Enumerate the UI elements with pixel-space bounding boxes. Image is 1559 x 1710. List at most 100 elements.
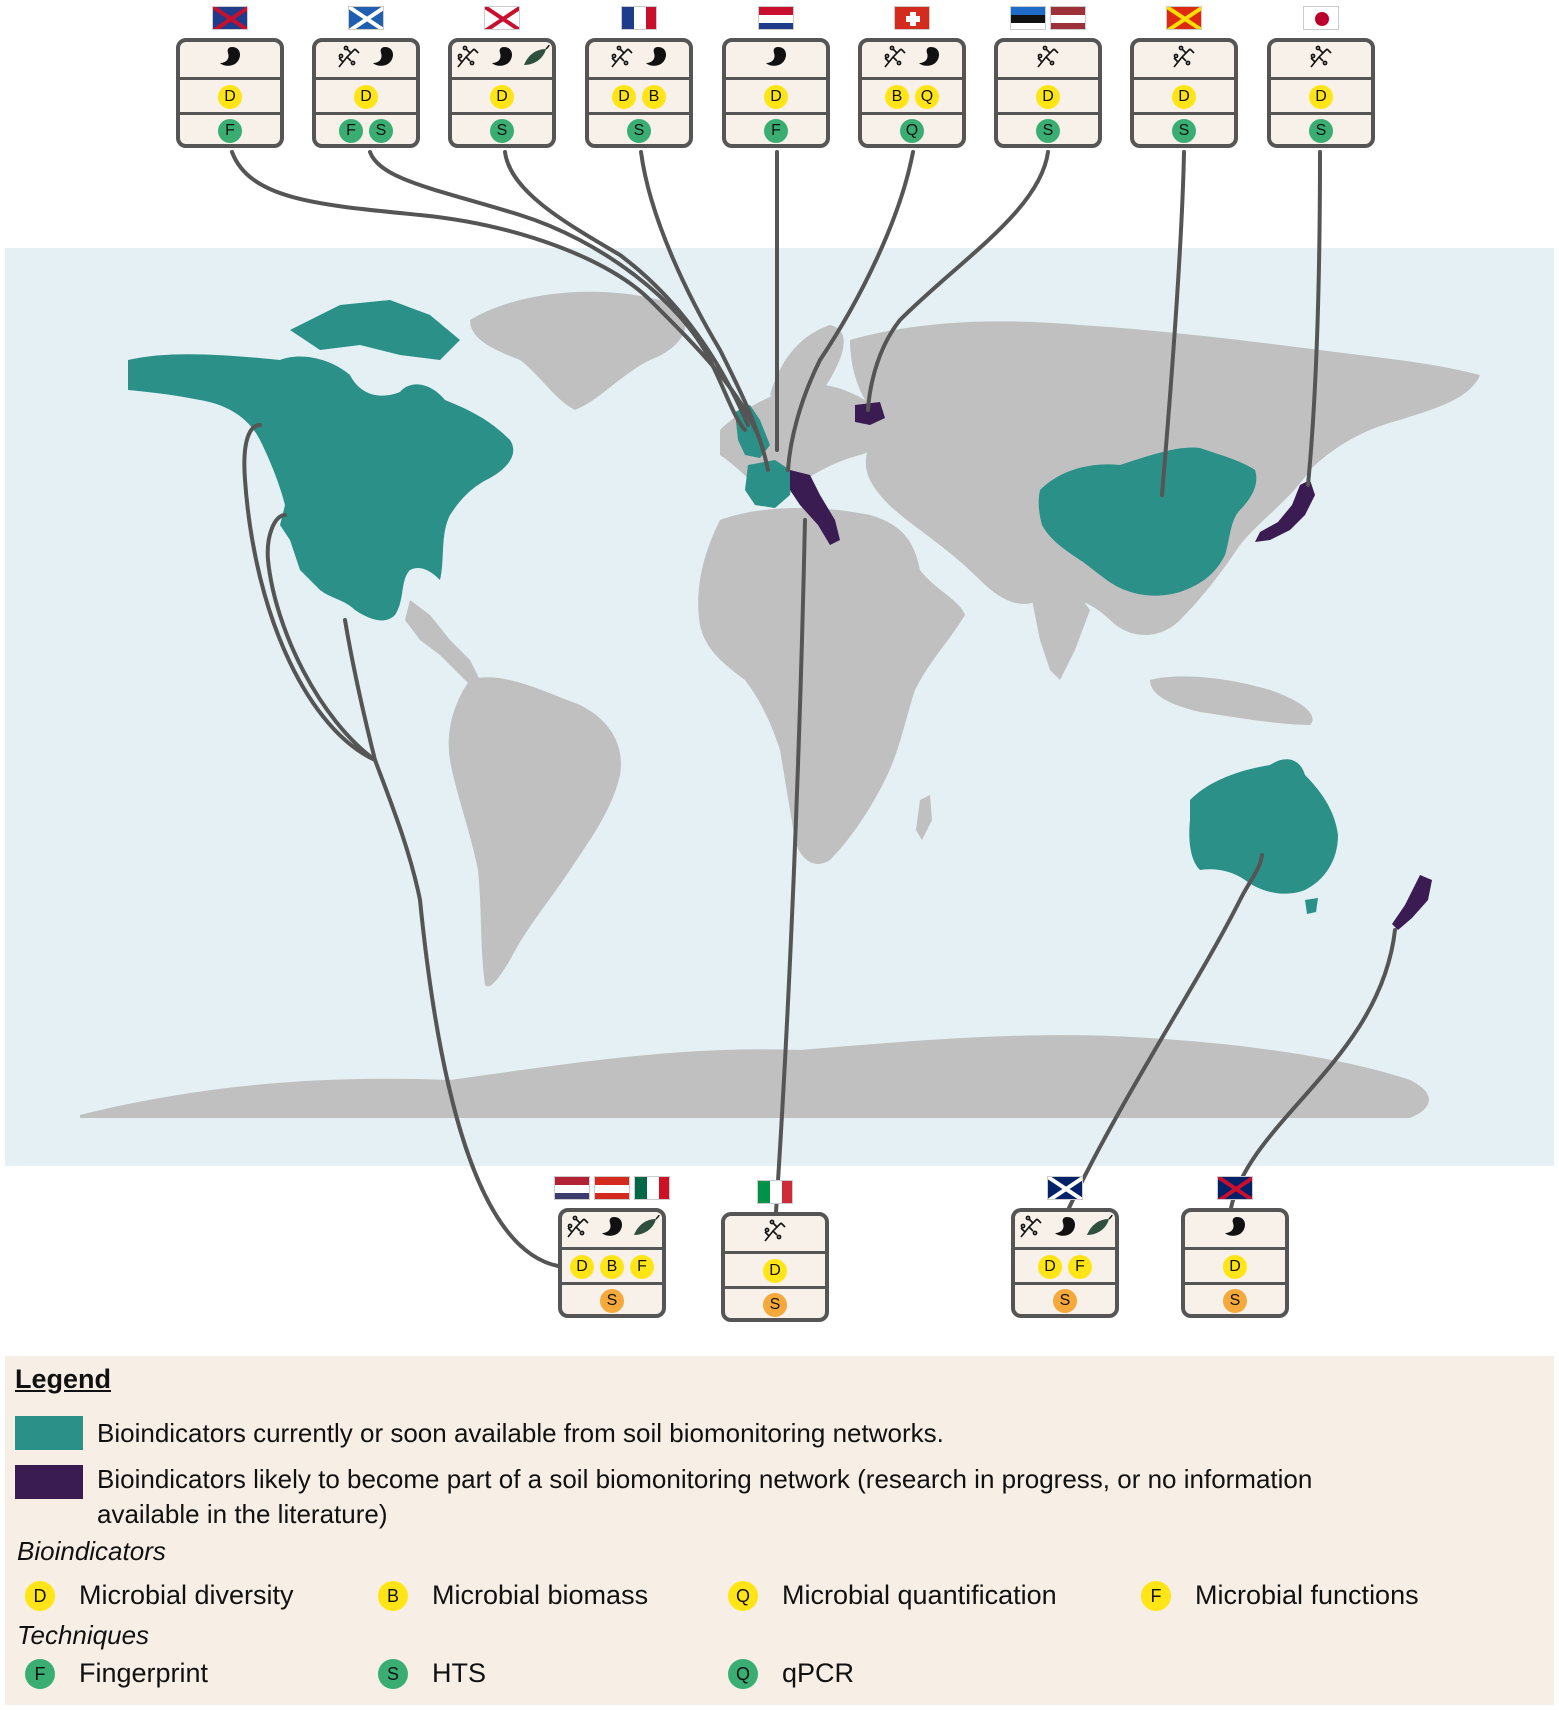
technique-badge: S bbox=[1053, 1289, 1077, 1313]
flag-netherlands-icon bbox=[758, 6, 794, 30]
bioindicator-row: D bbox=[725, 1251, 825, 1288]
leader-line-scotland bbox=[368, 150, 747, 432]
leader-line-italy bbox=[774, 518, 807, 1214]
bioindicator-badge: D bbox=[1038, 1255, 1062, 1279]
flag-china-icon bbox=[1166, 6, 1202, 30]
fungi-icon bbox=[915, 45, 943, 74]
technique-row: S bbox=[562, 1282, 662, 1317]
france-land bbox=[745, 460, 790, 508]
leader-line-north-america bbox=[242, 423, 560, 1268]
technique-row: S bbox=[589, 112, 689, 147]
organism-row bbox=[1134, 42, 1234, 76]
organism-row bbox=[862, 42, 962, 76]
legend: Legend Bioindicators currently or soon a… bbox=[5, 1356, 1554, 1705]
technique-badge: S bbox=[627, 119, 651, 143]
technique-badge: Q bbox=[728, 1658, 758, 1689]
bioindicator-badge: D bbox=[1223, 1255, 1247, 1279]
bioindicator-label: Microbial quantification bbox=[782, 1580, 1057, 1610]
bacteria-icon bbox=[1307, 45, 1335, 74]
flag-italy-icon bbox=[757, 1180, 793, 1204]
bioindicator-badge: B bbox=[642, 85, 666, 109]
technique-badge: F bbox=[218, 119, 242, 143]
techniques-heading: Techniques bbox=[17, 1620, 150, 1650]
bioindicator-badge: D bbox=[764, 85, 788, 109]
fungi-icon bbox=[1051, 1215, 1079, 1244]
flag-japan-icon bbox=[1303, 6, 1339, 30]
bacteria-icon bbox=[564, 1215, 592, 1244]
australia bbox=[1189, 759, 1338, 894]
technique-badge: Q bbox=[900, 119, 924, 143]
bioindicators-heading: Bioindicators bbox=[17, 1536, 166, 1566]
technique-badge: S bbox=[763, 1293, 787, 1317]
protist-icon bbox=[1085, 1214, 1113, 1244]
arctic-islands bbox=[290, 300, 460, 360]
bacteria-icon bbox=[454, 45, 482, 74]
flag-canada-icon bbox=[594, 1176, 630, 1200]
bioindicator-row: D bbox=[998, 77, 1098, 114]
technique-label: HTS bbox=[432, 1658, 486, 1688]
bioindicator-badge: F bbox=[1068, 1255, 1092, 1279]
leader-line-new-zealand bbox=[1229, 928, 1397, 1210]
japan bbox=[1255, 480, 1315, 542]
bioindicator-row: D bbox=[452, 77, 552, 114]
technique-row: S bbox=[1271, 112, 1371, 147]
organism-row bbox=[452, 42, 552, 76]
bioindicator-badge: Q bbox=[728, 1580, 758, 1611]
bacteria-icon bbox=[881, 45, 909, 74]
technique-badge: S bbox=[1036, 119, 1060, 143]
madagascar bbox=[916, 795, 932, 840]
bioindicator-badge: D bbox=[1172, 85, 1196, 109]
india bbox=[1030, 590, 1090, 680]
italy-land bbox=[790, 470, 840, 545]
greenland bbox=[470, 291, 686, 410]
leader-line-estonia-latvia bbox=[866, 150, 1050, 412]
new-zealand bbox=[1392, 875, 1432, 930]
legend-title: Legend bbox=[15, 1364, 112, 1394]
flag-latvia-icon bbox=[1050, 6, 1086, 30]
bioindicator-row: D bbox=[1185, 1247, 1285, 1284]
bioindicator-badge: Q bbox=[915, 85, 939, 109]
flag-usa-icon bbox=[554, 1176, 590, 1200]
bioindicator-badge: B bbox=[885, 85, 909, 109]
technique-badge: S bbox=[369, 119, 393, 143]
technique-badge: F bbox=[339, 119, 363, 143]
protist-icon bbox=[522, 44, 550, 74]
flag-australia-icon bbox=[1047, 1176, 1083, 1200]
bioindicator-badge: B bbox=[600, 1255, 624, 1279]
technique-row: F bbox=[180, 112, 280, 147]
organism-row bbox=[725, 1216, 825, 1250]
leader-line-australia bbox=[1067, 853, 1264, 1210]
likely-label-line1: Bioindicators likely to become part of a… bbox=[97, 1464, 1313, 1494]
organism-row bbox=[1271, 42, 1371, 76]
technique-row: Q bbox=[862, 112, 962, 147]
likely-swatch bbox=[15, 1465, 83, 1499]
flag-france-icon bbox=[621, 6, 657, 30]
technique-badge: F bbox=[764, 119, 788, 143]
bioindicator-badge: F bbox=[630, 1255, 654, 1279]
north-america bbox=[128, 354, 514, 621]
bioindicator-label: Microbial functions bbox=[1195, 1580, 1419, 1610]
available-swatch bbox=[15, 1416, 83, 1450]
fungi-icon bbox=[216, 45, 244, 74]
central-america bbox=[405, 600, 480, 685]
fungi-icon bbox=[369, 45, 397, 74]
organism-row bbox=[180, 42, 280, 76]
flag-switzerland-icon bbox=[894, 6, 930, 30]
bioindicator-legend-item: Q Microbial quantification bbox=[728, 1580, 1057, 1611]
technique-row: S bbox=[998, 112, 1098, 147]
technique-row: S bbox=[1134, 112, 1234, 147]
bacteria-icon bbox=[608, 45, 636, 74]
